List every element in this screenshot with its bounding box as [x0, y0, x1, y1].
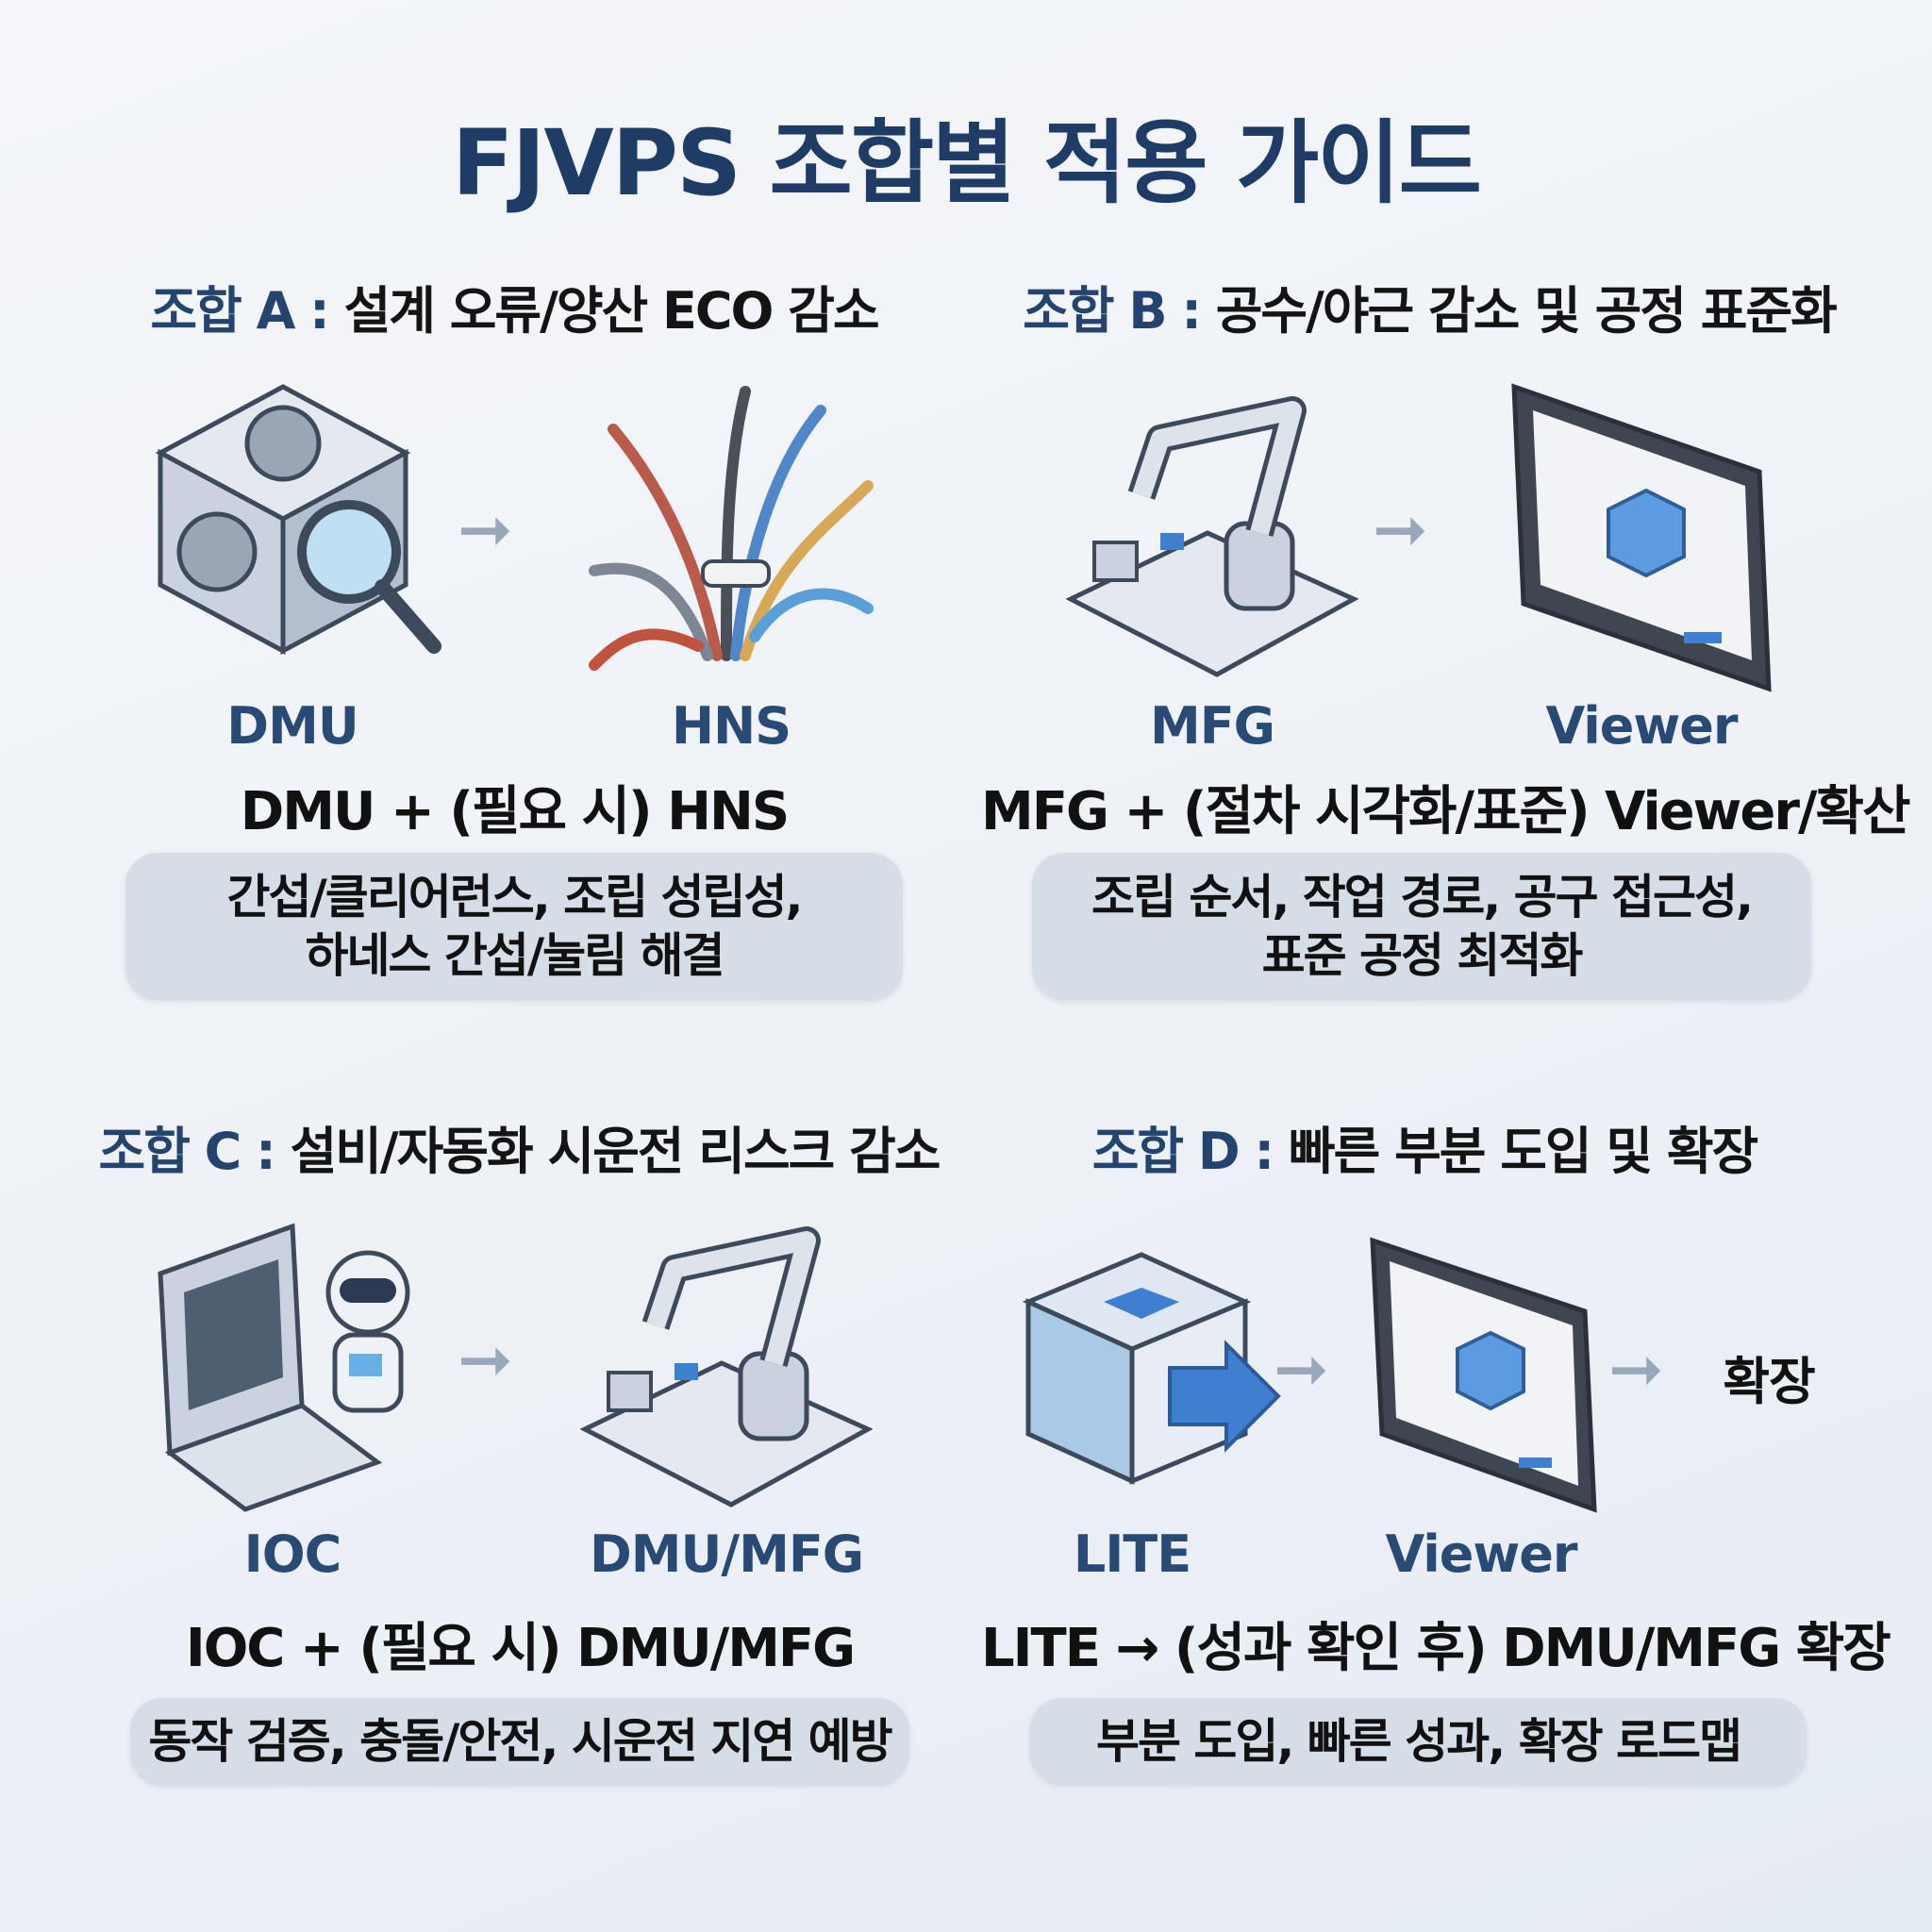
arrow-icon: ➞	[1274, 1330, 1329, 1407]
page-title: FJVPS 조합별 적용 가이드	[452, 110, 1482, 216]
from-label: DMU	[226, 696, 358, 756]
to-label: Viewer	[1545, 696, 1738, 756]
controller-robot-icon	[158, 1223, 410, 1512]
arrow-icon: ➞	[1373, 491, 1428, 568]
to-label: HNS	[671, 696, 791, 756]
section-b-heading: 조합 B : 공수/야근 감소 및 공정 표준화	[1023, 281, 1838, 341]
section-c-heading: 조합 C : 설비/자동화 시운전 리스크 감소	[98, 1122, 941, 1181]
arrow-icon: ➞	[1608, 1330, 1664, 1407]
benefit-box: 간섭/클리어런스, 조립 성립성,하네스 간섭/눌림 해결	[125, 853, 903, 1000]
to-label: Viewer	[1385, 1524, 1577, 1584]
harness-cables-icon	[589, 386, 874, 671]
lite-cube-icon	[1022, 1252, 1281, 1485]
robot-arm-icon	[580, 1226, 873, 1507]
benefit-box: 부분 도입, 빠른 성과, 확장 로드맵	[1030, 1698, 1807, 1785]
to-label: DMU/MFG	[589, 1524, 864, 1584]
section-d-heading: 조합 D : 빠른 부분 도입 및 확장	[1091, 1122, 1759, 1181]
combo-formula: DMU + (필요 시) HNS	[240, 781, 790, 842]
dmu-cube-icon	[155, 384, 441, 656]
arrow-icon: ➞	[458, 1321, 513, 1398]
combo-formula: IOC + (필요 시) DMU/MFG	[185, 1618, 856, 1679]
section-a-heading: 조합 A : 설계 오류/양산 ECO 감소	[150, 281, 879, 341]
robot-arm-icon	[1066, 396, 1358, 677]
expand-label: 확장	[1723, 1352, 1815, 1411]
benefit-box: 조립 순서, 작업 경로, 공구 접근성,표준 공정 최적화	[1032, 853, 1811, 1000]
tablet-viewer-icon	[1511, 383, 1772, 692]
from-label: MFG	[1150, 696, 1275, 756]
combo-formula: MFG + (절차 시각화/표준) Viewer/확산	[981, 781, 1911, 842]
tablet-viewer-icon	[1370, 1237, 1597, 1513]
from-label: IOC	[243, 1524, 342, 1584]
benefit-box: 동작 검증, 충돌/안전, 시운전 지연 예방	[130, 1698, 909, 1785]
from-label: LITE	[1073, 1524, 1191, 1584]
arrow-icon: ➞	[458, 491, 513, 568]
combo-formula: LITE → (성과 확인 후) DMU/MFG 확장	[981, 1618, 1891, 1679]
